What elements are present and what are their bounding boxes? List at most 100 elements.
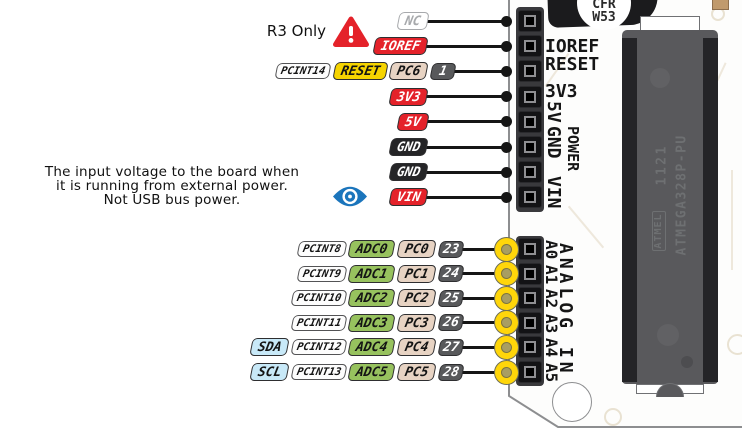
board-connection-dot: [500, 15, 512, 27]
pin-socket: [524, 243, 536, 255]
connector-line: [450, 69, 507, 73]
pin-socket: [524, 141, 536, 153]
chip-pin-column-left: [622, 38, 637, 382]
physical-pin-number: 26: [437, 314, 465, 332]
board-connection-dot: [500, 141, 512, 153]
pin-label-vin: VIN: [388, 188, 430, 207]
pin-label-pc1: PC1: [396, 264, 438, 283]
physical-pin-number: 24: [437, 265, 465, 283]
silk-label-5v: 5V: [543, 101, 564, 123]
analog-header-pin-1[interactable]: [518, 238, 542, 260]
silk-label-reset: RESET: [545, 54, 600, 75]
pin-label-sda: SDA: [249, 338, 291, 357]
board-connection-dot: [500, 191, 512, 203]
pin-label-pc5: PC5: [396, 363, 438, 381]
pin-socket: [524, 267, 536, 280]
analog-header-pin-2[interactable]: [518, 262, 542, 285]
pin-row: GND: [0, 136, 430, 158]
connector-line: [456, 345, 504, 349]
pin-socket: [524, 90, 536, 103]
chip-marking-part: ATMEGA328P-PU: [674, 134, 690, 256]
pin-label-reset: RESET: [331, 62, 389, 81]
analog-header-pin-5[interactable]: [518, 336, 542, 359]
silk-label-3v3: 3V3: [545, 81, 578, 102]
power-header-pin-4[interactable]: [518, 85, 542, 108]
pin-socket: [524, 366, 536, 378]
pin-label-5v: 5V: [396, 112, 430, 131]
pin-label-pc2: PC2: [396, 289, 438, 308]
silk-label-ioref: IOREF: [545, 36, 600, 57]
pin-label-pcint10: PCINT10: [290, 290, 348, 307]
pin-socket: [524, 341, 536, 354]
analog-header-pin-3[interactable]: [518, 287, 542, 310]
pin-label-adc2: ADC2: [347, 289, 397, 308]
physical-pin-number: 28: [437, 363, 465, 381]
chip-dimple: [657, 324, 679, 346]
pin-label-nc: NC: [396, 12, 430, 30]
component-marking-line1: CFR: [592, 0, 616, 12]
solder-pad: [493, 310, 519, 336]
pin-label-adc4: ADC4: [347, 338, 397, 357]
power-header-pin-5[interactable]: [518, 110, 542, 133]
solder-pad: [493, 359, 519, 385]
power-header-pin-8[interactable]: [518, 186, 542, 209]
pin-socket: [524, 292, 536, 305]
pin-socket: [524, 316, 536, 329]
power-header-pin-2[interactable]: [518, 35, 542, 58]
power-header-pin-7[interactable]: [518, 161, 542, 184]
r3-only-note: R3 Only: [266, 22, 326, 40]
physical-pin-number: 27: [437, 338, 465, 356]
board-connection-dot: [500, 65, 512, 77]
vin-tooltip-line: it is running from external power.: [56, 177, 288, 194]
chip-dimple: [650, 68, 670, 88]
chip-pin-column-right: [703, 38, 718, 382]
physical-pin-number: 23: [437, 240, 465, 258]
power-header-pin-3[interactable]: [518, 60, 542, 83]
connector-line: [408, 44, 507, 48]
pin-label-adc0: ADC0: [347, 240, 397, 258]
connector-line: [408, 170, 507, 174]
analog-header-pin-6[interactable]: [518, 361, 542, 383]
solder-pad: [493, 334, 519, 360]
silk-label-vin: VIN: [543, 176, 564, 209]
power-header-pin-6[interactable]: [518, 136, 542, 158]
solder-pad: [493, 285, 519, 311]
eye-icon[interactable]: [331, 184, 369, 209]
pin-socket: [524, 15, 536, 27]
pcb-trace: [731, 170, 733, 270]
pin-label-adc1: ADC1: [347, 264, 397, 283]
pin-label-gnd: GND: [388, 138, 430, 156]
pin-label-pc0: PC0: [396, 240, 438, 258]
pin-label-ioref: IOREF: [372, 37, 430, 56]
vin-tooltip-line: Not USB bus power.: [103, 191, 241, 208]
pin-socket: [524, 166, 536, 179]
silk-label-a1: A1: [542, 264, 561, 284]
connector-line: [408, 120, 507, 124]
connector-line: [456, 272, 504, 276]
pin-label-pc4: PC4: [396, 338, 438, 357]
pin-socket: [524, 65, 536, 78]
physical-pin-number: 25: [437, 289, 465, 307]
silk-label-a3: A3: [542, 313, 561, 334]
board-connection-dot: [500, 166, 512, 178]
pin-row: GND: [0, 161, 430, 183]
pin-label-pcint9: PCINT9: [296, 265, 348, 282]
connector-line: [408, 145, 507, 149]
pin-label-pcint8: PCINT8: [296, 241, 348, 257]
connector-line: [456, 296, 504, 300]
power-header-pin-1[interactable]: [518, 10, 542, 32]
connector-line: [456, 321, 504, 325]
pin-label-scl: SCL: [249, 363, 291, 381]
analog-header-pin-4[interactable]: [518, 311, 542, 334]
connector-line: [408, 19, 507, 23]
pin-label-pc3: PC3: [396, 313, 438, 332]
pcb-via: [727, 334, 742, 355]
pin-label-pcint11: PCINT11: [290, 314, 348, 331]
